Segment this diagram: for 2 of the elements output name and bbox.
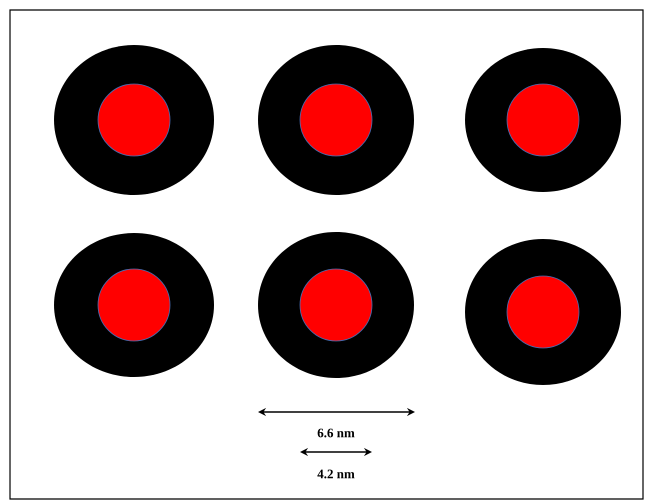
dimension-label: 6.6 nm xyxy=(318,428,355,438)
dimension-label: 4.2 nm xyxy=(317,470,355,478)
